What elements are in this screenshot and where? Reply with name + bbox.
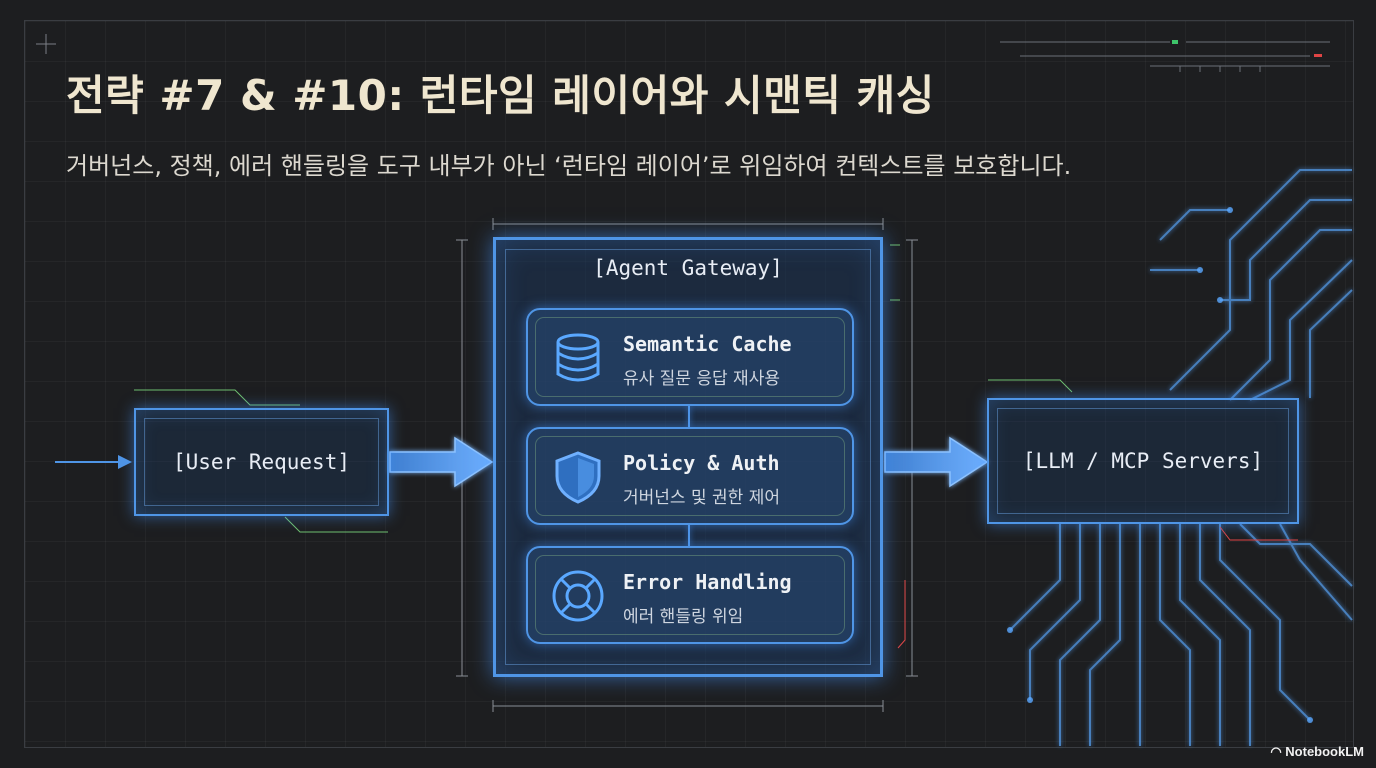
error-handling-title: Error Handling [623, 570, 792, 594]
error-handling-module: Error Handling 에러 핸들링 위임 [526, 546, 854, 644]
user-request-box: [User Request] [134, 408, 389, 516]
brand-label: NotebookLM [1285, 744, 1364, 759]
page-subtitle: 거버넌스, 정책, 에러 핸들링을 도구 내부가 아닌 ‘런타임 레이어’로 위… [66, 152, 1072, 180]
module-connector [688, 405, 690, 427]
notebooklm-brand: ◠ NotebookLM [1270, 744, 1364, 760]
policy-auth-title: Policy & Auth [623, 451, 780, 475]
user-request-label: [User Request] [172, 450, 350, 474]
policy-auth-subtitle: 거버넌스 및 권한 제어 [623, 488, 780, 508]
semantic-cache-module: Semantic Cache 유사 질문 응답 재사용 [526, 308, 854, 406]
semantic-cache-title: Semantic Cache [623, 332, 792, 356]
agent-gateway-box: [Agent Gateway] Semantic Cache 유사 질문 응답 … [493, 237, 883, 677]
lifebuoy-icon [552, 570, 604, 622]
policy-auth-module: Policy & Auth 거버넌스 및 권한 제어 [526, 427, 854, 525]
semantic-cache-subtitle: 유사 질문 응답 재사용 [623, 369, 780, 389]
module-connector [688, 524, 690, 546]
database-icon [556, 333, 600, 382]
llm-mcp-servers-label: [LLM / MCP Servers] [1022, 449, 1264, 473]
shield-icon [555, 451, 601, 504]
page-title: 전략 #7 & #10: 런타임 레이어와 시맨틱 캐싱 [66, 71, 935, 120]
error-handling-subtitle: 에러 핸들링 위임 [623, 607, 744, 627]
llm-mcp-servers-box: [LLM / MCP Servers] [987, 398, 1299, 524]
notebooklm-logo-icon: ◠ [1270, 744, 1286, 759]
agent-gateway-title: [Agent Gateway] [593, 256, 783, 280]
